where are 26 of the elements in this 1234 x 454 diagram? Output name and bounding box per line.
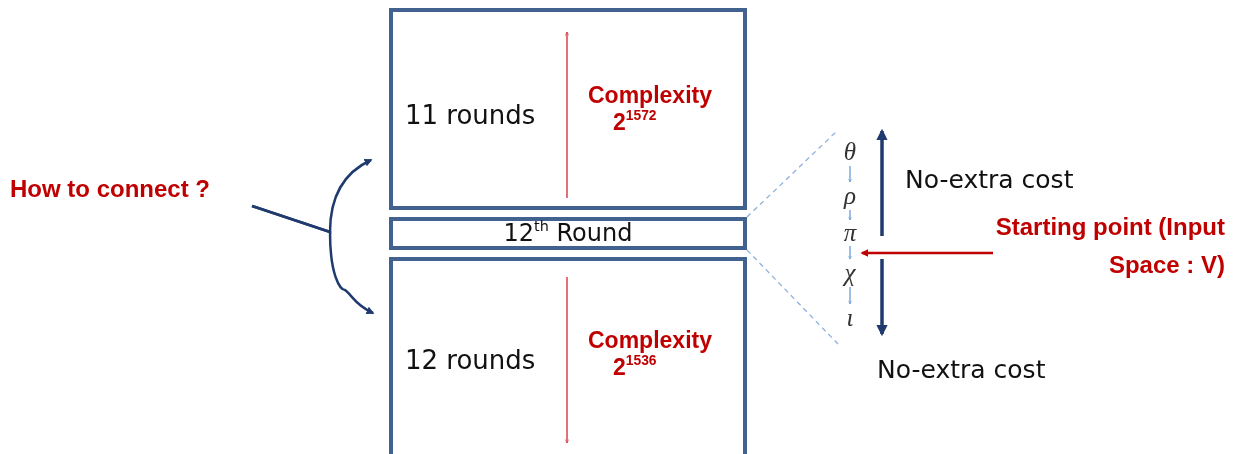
arrow (848, 245, 852, 260)
step-symbol: θ (838, 138, 862, 166)
complexity-value: 2$^{1536}$ (613, 354, 657, 381)
round-band (389, 217, 747, 250)
rounds-label: 12 rounds (405, 345, 536, 375)
cost-label: No-extra cost (905, 165, 1074, 194)
step-symbol: ρ (838, 182, 862, 210)
round-box (389, 257, 747, 454)
complexity-label: Complexity (588, 327, 712, 354)
arrow (848, 286, 852, 305)
arrow (848, 165, 852, 183)
complexity-value: 2$^{1572}$ (613, 109, 657, 136)
rounds-label: 11 rounds (405, 100, 536, 130)
arrow (251, 204, 375, 315)
question-label: How to connect ? (10, 170, 278, 206)
round-box (389, 8, 747, 210)
step-symbol: π (838, 220, 862, 246)
step-symbol: ι (838, 304, 862, 332)
step-symbol: χ (838, 259, 862, 287)
round-label: 12$^{th}$ Round (502, 219, 634, 247)
cost-label: No-extra cost (877, 355, 1046, 384)
start-point-label: Starting point (Input Space : V) (993, 208, 1225, 288)
complexity-label: Complexity (588, 82, 712, 109)
zoom-line (746, 249, 839, 345)
arrow (848, 209, 852, 221)
arrow (860, 249, 993, 257)
